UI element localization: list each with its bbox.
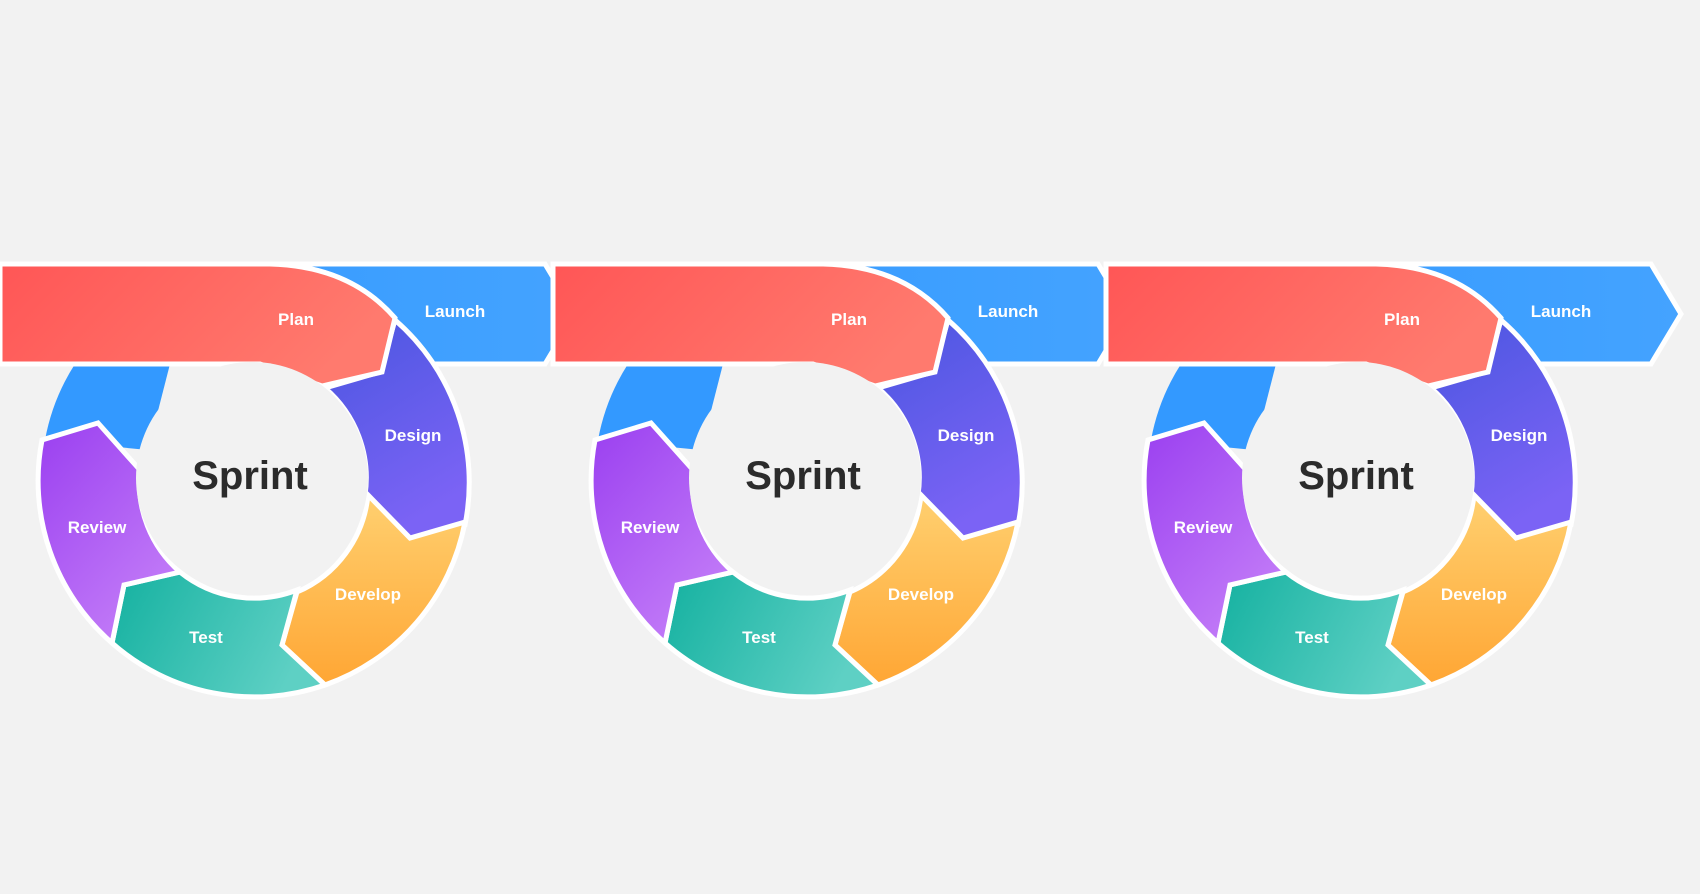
design-label: Design xyxy=(938,426,995,445)
review-segment xyxy=(35,420,186,648)
plan-label: Plan xyxy=(831,310,867,329)
sprint-center-label: Sprint xyxy=(192,454,308,498)
cycle-hub xyxy=(689,362,921,594)
sprint-center-label: Sprint xyxy=(1298,454,1414,498)
plan-label: Plan xyxy=(1384,310,1420,329)
plan-segment xyxy=(1103,261,1504,389)
design-label: Design xyxy=(1491,426,1548,445)
design-label: Design xyxy=(385,426,442,445)
test-label: Test xyxy=(1295,628,1329,647)
develop-label: Develop xyxy=(888,585,954,604)
cycle-hub xyxy=(136,362,368,594)
sprint-cycle-3: Plan Launch Design Develop Test Review S… xyxy=(1103,261,1684,700)
review-label: Review xyxy=(68,518,127,537)
review-segment xyxy=(1141,420,1292,648)
review-label: Review xyxy=(1174,518,1233,537)
develop-label: Develop xyxy=(335,585,401,604)
sprint-cycle-2: Plan Launch Design Develop Test Review S… xyxy=(550,261,1131,700)
launch-label: Launch xyxy=(978,302,1038,321)
test-label: Test xyxy=(742,628,776,647)
plan-segment xyxy=(550,261,951,389)
review-segment xyxy=(588,420,739,648)
sprint-center-label: Sprint xyxy=(745,454,861,498)
launch-label: Launch xyxy=(1531,302,1591,321)
launch-label: Launch xyxy=(425,302,485,321)
plan-segment xyxy=(0,261,398,389)
cycle-hub xyxy=(1242,362,1474,594)
plan-label: Plan xyxy=(278,310,314,329)
sprint-cycle-1: Plan Launch Design Develop Test Review S… xyxy=(0,261,578,700)
review-label: Review xyxy=(621,518,680,537)
test-label: Test xyxy=(189,628,223,647)
develop-label: Develop xyxy=(1441,585,1507,604)
